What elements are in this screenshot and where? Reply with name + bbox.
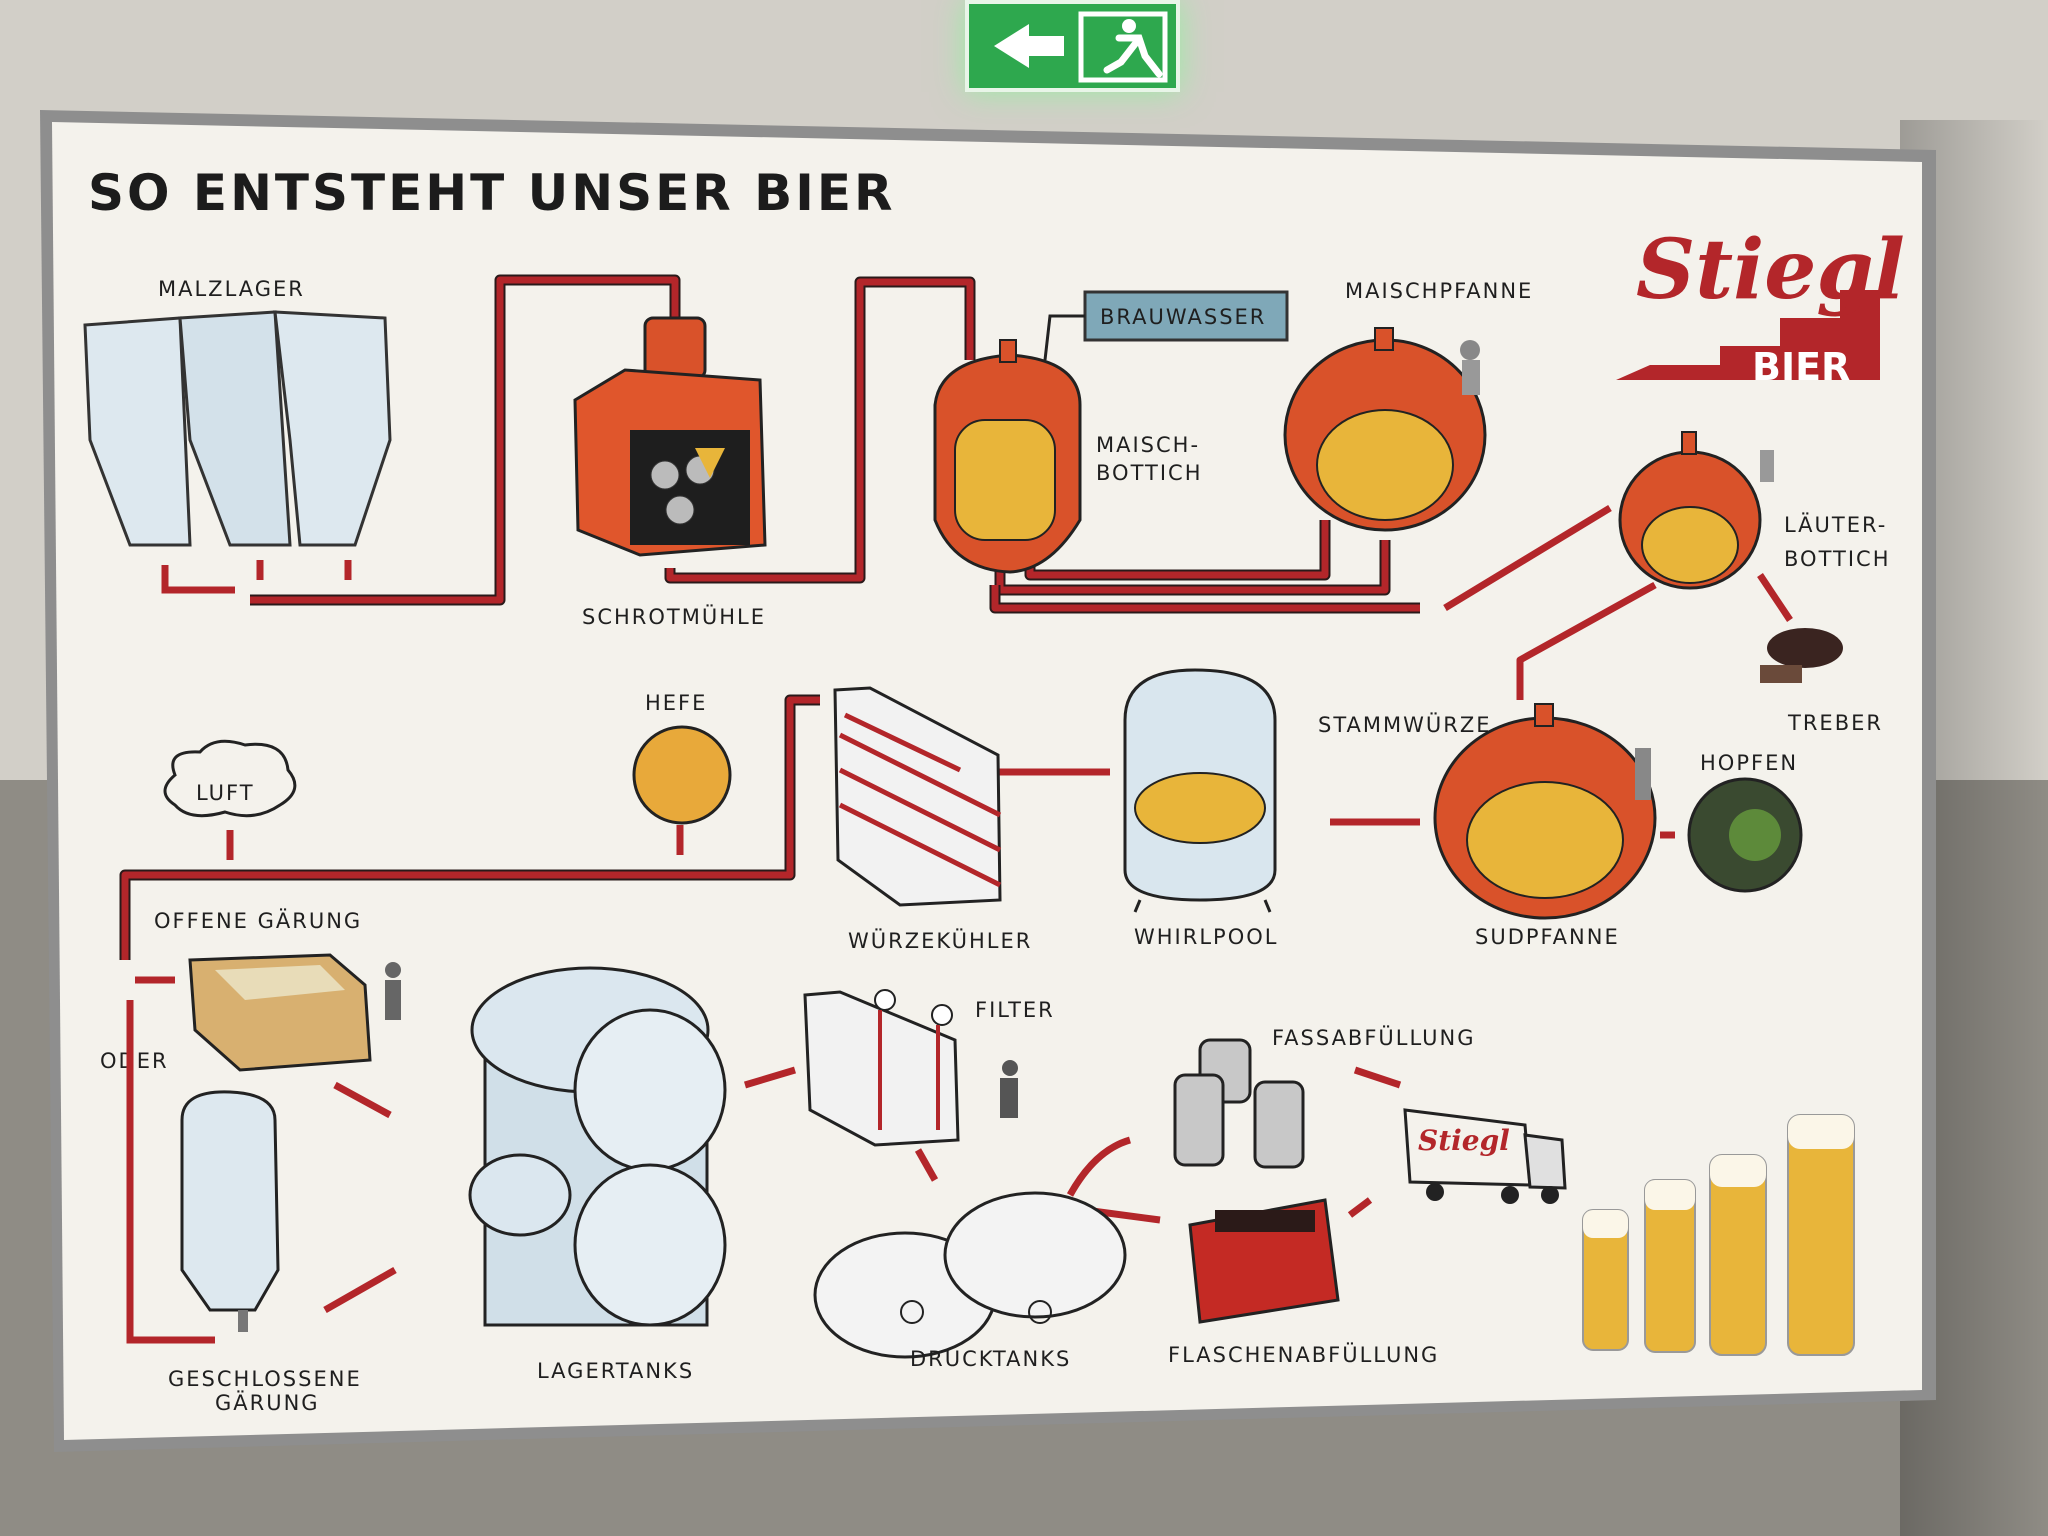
hefe-bowl bbox=[632, 725, 732, 825]
drucktanks-group bbox=[813, 1191, 1127, 1359]
label-drucktanks: DRUCKTANKS bbox=[910, 1347, 1071, 1371]
lagertanks-group bbox=[468, 966, 727, 1327]
label-sudpfanne: SUDPFANNE bbox=[1475, 925, 1620, 949]
stiegl-logo: Stiegl BIER bbox=[1616, 222, 1905, 389]
whirlpool-tank bbox=[1123, 668, 1277, 913]
pipes-row2 bbox=[119, 694, 1675, 960]
page-title: SO ENTSTEHT UNSER BIER bbox=[88, 164, 896, 222]
offene-gaerung-vat bbox=[188, 953, 401, 1072]
pipes-row3 bbox=[126, 976, 1402, 1344]
label-geschlossene-gaerung-line1: GESCHLOSSENE bbox=[168, 1367, 362, 1391]
exit-sign bbox=[965, 0, 1180, 92]
beer-glasses bbox=[1582, 1114, 1855, 1356]
label-malzlager: MALZLAGER bbox=[158, 277, 305, 301]
wuerzekuehler-cooler bbox=[833, 686, 1002, 907]
label-maischbottich-line1: MAISCH- bbox=[1096, 433, 1200, 457]
logo-wordmark: Stiegl bbox=[1636, 222, 1905, 318]
label-fassabfuellung: FASSABFÜLLUNG bbox=[1272, 1025, 1476, 1050]
label-hefe: HEFE bbox=[645, 691, 707, 715]
brauwasser-box bbox=[1043, 290, 1289, 361]
label-oder: ODER bbox=[100, 1049, 169, 1073]
label-laeuterbottich-line2: BOTTICH bbox=[1784, 547, 1891, 571]
pipes-row1 bbox=[250, 274, 1793, 700]
treber-cart bbox=[1760, 628, 1843, 683]
label-maischpfanne: MAISCHPFANNE bbox=[1345, 279, 1533, 303]
truck-logo: Stiegl bbox=[1418, 1124, 1510, 1157]
sudpfanne-vessel bbox=[1433, 703, 1657, 920]
maischpfanne-vessel bbox=[1283, 327, 1487, 532]
label-filter: FILTER bbox=[975, 998, 1055, 1022]
label-offene-gaerung: OFFENE GÄRUNG bbox=[154, 908, 362, 933]
fassabfuellung-kegs bbox=[1173, 1038, 1305, 1169]
label-whirlpool: WHIRLPOOL bbox=[1134, 925, 1278, 949]
label-brauwasser: BRAUWASSER bbox=[1100, 305, 1266, 329]
emergency-exit-icon bbox=[994, 11, 1168, 83]
flaschenabfuellung-crate bbox=[1188, 1198, 1340, 1324]
label-maischbottich-line2: BOTTICH bbox=[1096, 461, 1203, 485]
laeuterbottich-vessel bbox=[1618, 431, 1774, 590]
schrotmuehle-mill bbox=[573, 316, 767, 557]
malzlager-silos bbox=[83, 310, 392, 594]
label-laeuterbottich-line1: LÄUTER- bbox=[1784, 512, 1887, 537]
label-lagertanks: LAGERTANKS bbox=[537, 1359, 694, 1383]
label-schrotmuehle: SCHROTMÜHLE bbox=[582, 604, 766, 629]
label-wuerzekuehler: WÜRZEKÜHLER bbox=[848, 928, 1032, 953]
stiegl-truck: Stiegl bbox=[1403, 1108, 1567, 1204]
filter-unit bbox=[803, 989, 1018, 1147]
maischbottich-vessel bbox=[933, 339, 1082, 574]
label-treber: TREBER bbox=[1787, 711, 1883, 735]
geschlossene-gaerung-tank bbox=[180, 1090, 280, 1332]
logo-subtext: BIER bbox=[1752, 345, 1850, 389]
label-hopfen: HOPFEN bbox=[1700, 751, 1798, 775]
label-luft: LUFT bbox=[196, 781, 255, 805]
label-geschlossene-gaerung-line2: GÄRUNG bbox=[215, 1390, 320, 1415]
luft-cloud bbox=[163, 739, 297, 818]
label-flaschenabfuellung: FLASCHENABFÜLLUNG bbox=[1168, 1342, 1439, 1367]
label-stammwuerze: STAMMWÜRZE bbox=[1318, 712, 1492, 737]
hopfen-bowl bbox=[1687, 777, 1803, 893]
